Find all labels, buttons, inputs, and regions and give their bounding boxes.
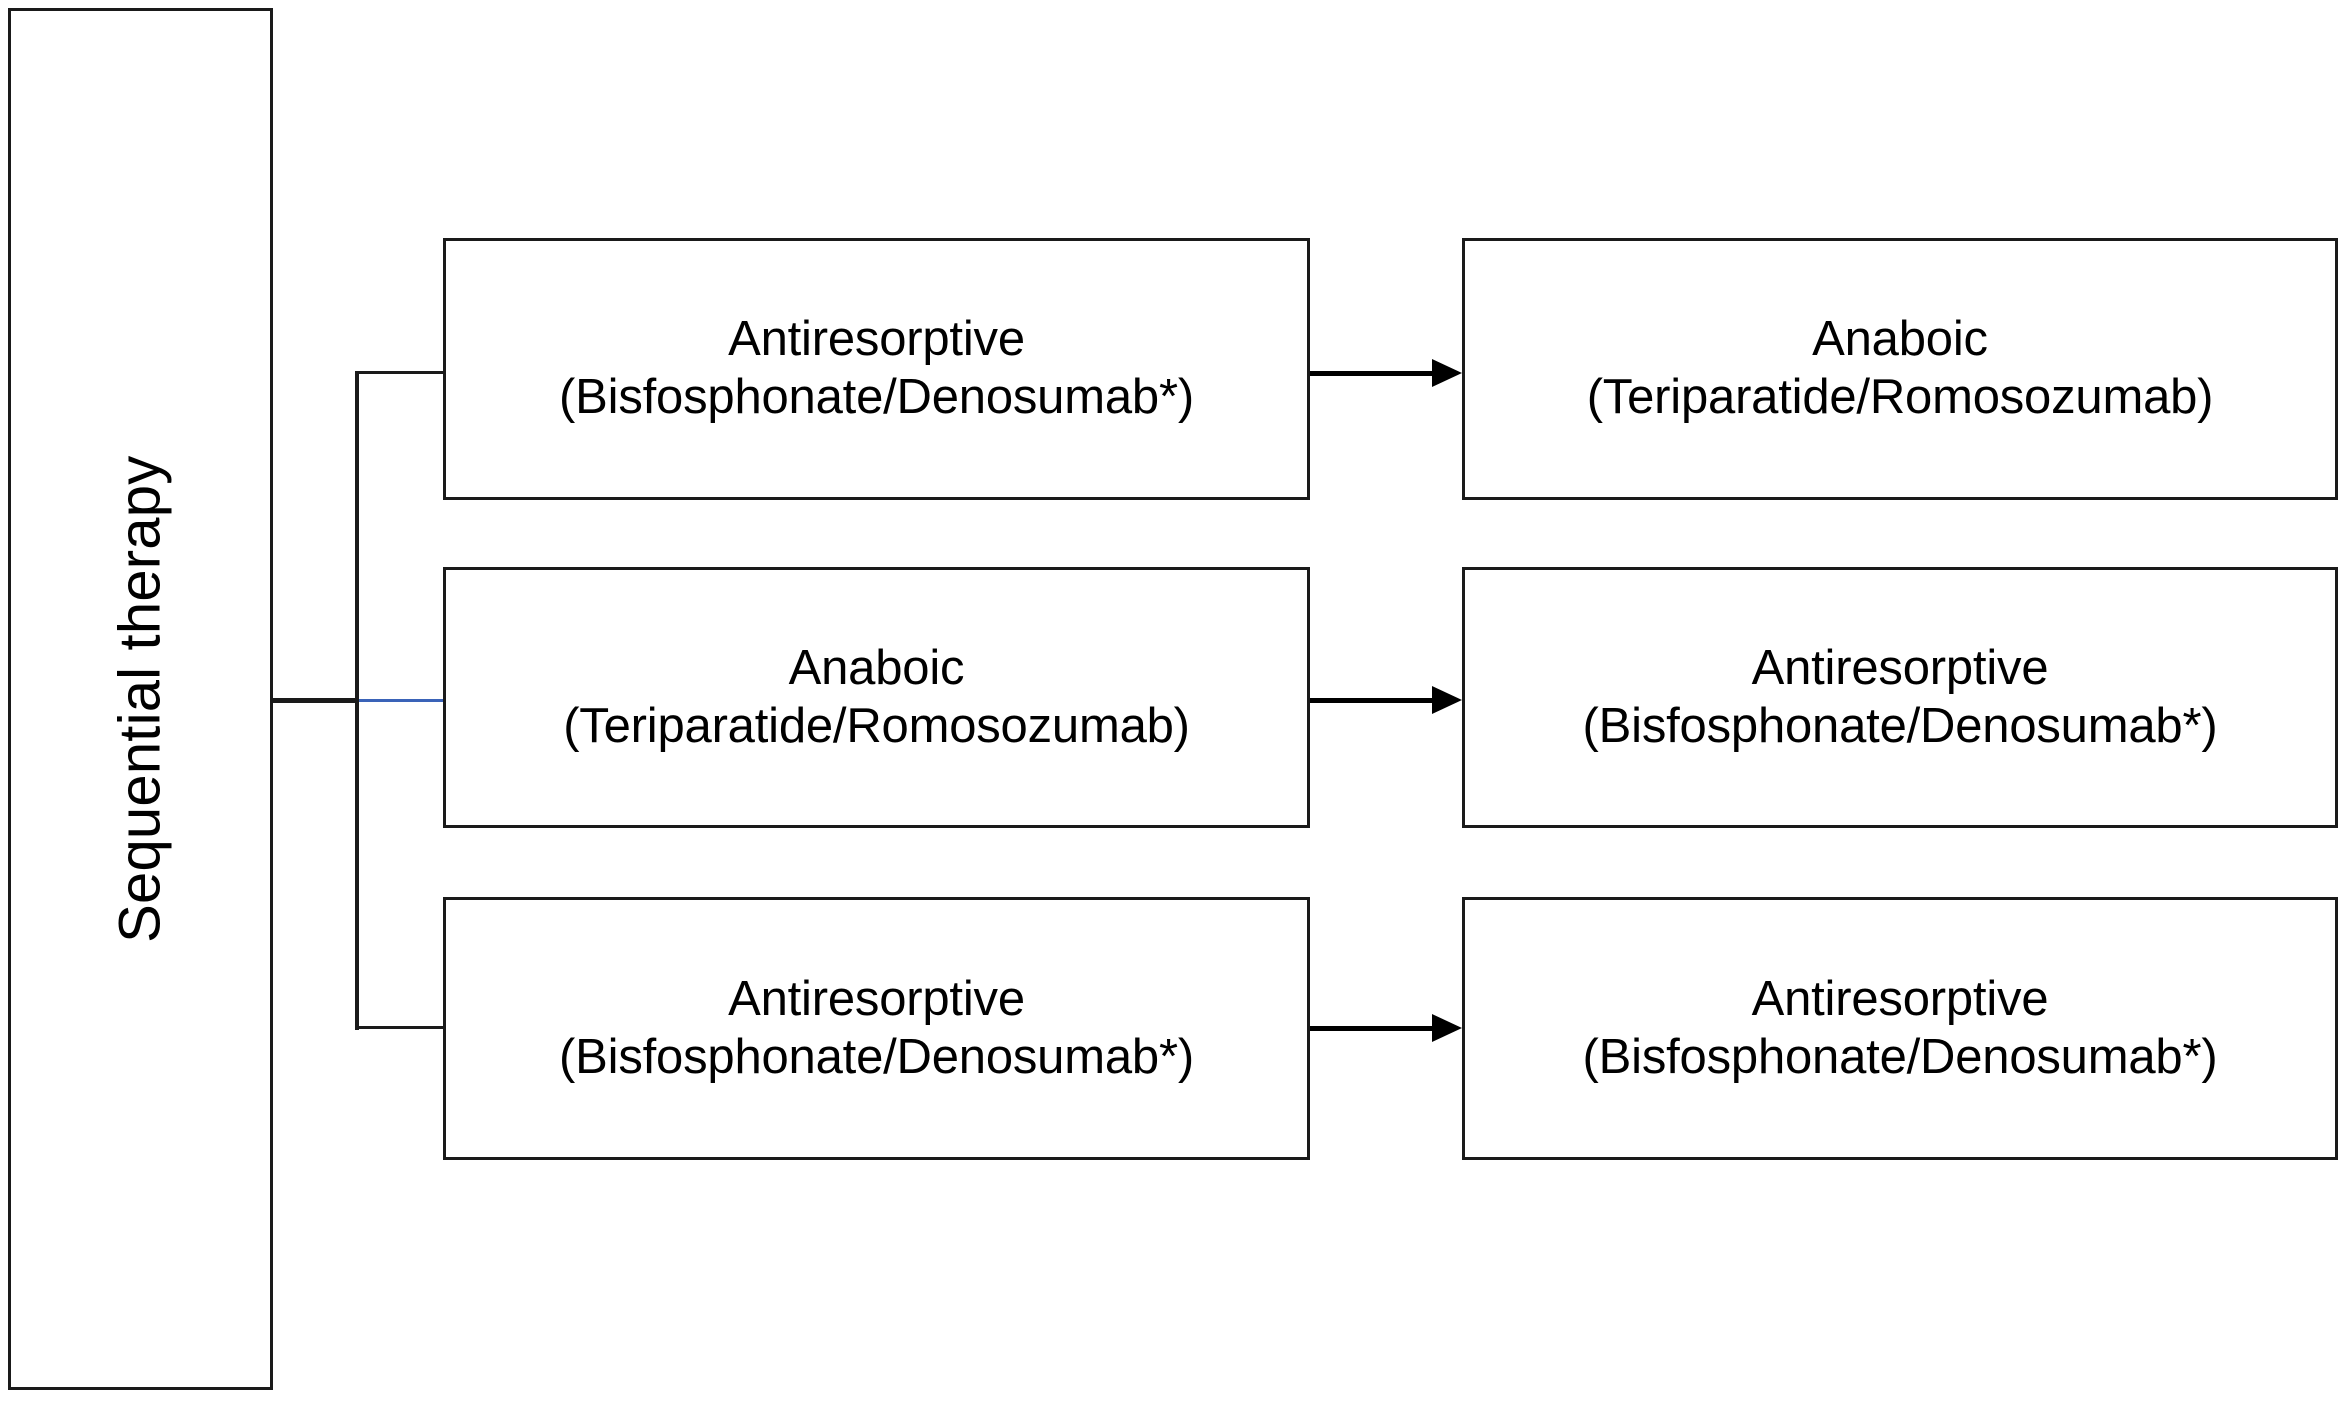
- node-pathway-3-first[interactable]: Antiresorptive (Bisfosphonate/Denosumab*…: [443, 897, 1310, 1160]
- arrow-head-icon: [1432, 359, 1462, 387]
- arrow-pathway-1: [1310, 356, 1462, 390]
- node-pathway-1-first-label: Antiresorptive (Bisfosphonate/Denosumab*…: [549, 311, 1204, 427]
- connector-root-stem-accent: [357, 699, 445, 702]
- arrow-pathway-2: [1310, 683, 1462, 717]
- node-text-line2: (Bisfosphonate/Denosumab*): [1582, 1029, 2218, 1084]
- arrow-shaft: [1310, 371, 1436, 376]
- arrow-head-icon: [1432, 1014, 1462, 1042]
- node-pathway-2-first[interactable]: Anaboic (Teriparatide/Romosozumab): [443, 567, 1310, 828]
- node-text-line1: Antiresorptive: [1751, 640, 2049, 695]
- node-text-line2: (Teriparatide/Romosozumab): [563, 698, 1190, 753]
- node-text-line1: Antiresorptive: [728, 312, 1025, 367]
- node-text-line2: (Bisfosphonate/Denosumab*): [559, 370, 1194, 424]
- node-text-line1: Antiresorptive: [728, 971, 1025, 1026]
- node-pathway-3-second[interactable]: Antiresorptive (Bisfosphonate/Denosumab*…: [1462, 897, 2338, 1160]
- node-text-line1: Antiresorptive: [1751, 971, 2049, 1026]
- arrow-pathway-3: [1310, 1011, 1462, 1045]
- connector-branch-row1: [355, 371, 445, 374]
- arrow-shaft: [1310, 1026, 1436, 1031]
- node-text-line2: (Teriparatide/Romosozumab): [1586, 370, 2214, 424]
- node-pathway-3-second-label: Antiresorptive (Bisfosphonate/Denosumab*…: [1573, 971, 2228, 1087]
- connector-root-stem: [272, 698, 359, 703]
- node-pathway-2-second-label: Antiresorptive (Bisfosphonate/Denosumab*…: [1573, 640, 2228, 756]
- node-pathway-2-second[interactable]: Antiresorptive (Bisfosphonate/Denosumab*…: [1462, 567, 2338, 828]
- root-node-label: Sequential therapy: [107, 455, 173, 943]
- arrow-shaft: [1310, 698, 1436, 703]
- node-text-line2: (Bisfosphonate/Denosumab*): [1582, 698, 2218, 753]
- node-pathway-1-second[interactable]: Anaboic (Teriparatide/Romosozumab): [1462, 238, 2338, 500]
- node-text-line2: (Bisfosphonate/Denosumab*): [559, 1029, 1194, 1084]
- arrow-head-icon: [1432, 686, 1462, 714]
- node-text-line1: Anaboic: [1812, 312, 1988, 367]
- node-pathway-2-first-label: Anaboic (Teriparatide/Romosozumab): [553, 640, 1200, 756]
- node-pathway-1-second-label: Anaboic (Teriparatide/Romosozumab): [1577, 311, 2224, 427]
- node-sequential-therapy[interactable]: Sequential therapy: [8, 8, 273, 1390]
- node-text-line1: Anaboic: [788, 640, 965, 695]
- connector-branch-row3: [355, 1026, 445, 1029]
- node-pathway-3-first-label: Antiresorptive (Bisfosphonate/Denosumab*…: [549, 971, 1204, 1087]
- node-pathway-1-first[interactable]: Antiresorptive (Bisfosphonate/Denosumab*…: [443, 238, 1310, 500]
- connector-vertical-trunk: [355, 371, 359, 1030]
